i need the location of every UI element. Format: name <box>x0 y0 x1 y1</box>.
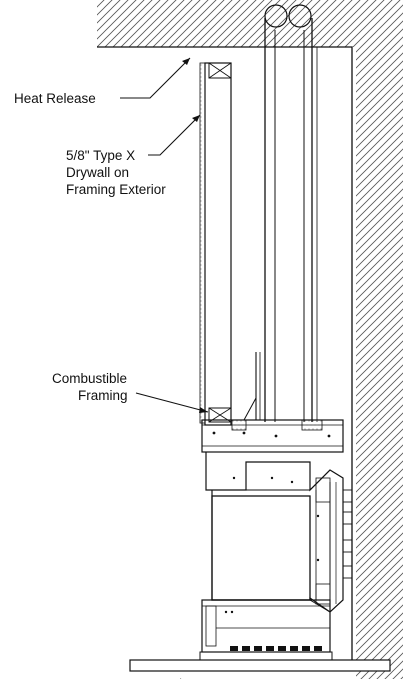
floor-platform <box>129 659 391 672</box>
fireplace-base <box>199 599 333 661</box>
label-heat-release: Heat Release <box>14 91 96 106</box>
vent-pipe <box>243 4 318 422</box>
label-combustible-line2: Framing <box>78 388 128 403</box>
heat-release-leader <box>120 57 191 99</box>
combustible-framing-stud <box>199 62 232 426</box>
label-drywall-line3: Framing Exterior <box>66 182 166 197</box>
label-combustible-line1: Combustible <box>52 371 128 386</box>
framing-leader <box>135 392 209 413</box>
rivets <box>212 431 331 614</box>
building-structure <box>97 0 403 679</box>
label-drywall-line1: 5/8" Type X <box>66 148 136 163</box>
wall-inner-line <box>97 46 353 662</box>
fireplace-unit <box>205 452 353 613</box>
fireplace-header <box>201 419 344 453</box>
leader-lines <box>120 57 209 679</box>
ceiling-hatch <box>97 0 403 679</box>
leader-arrows <box>182 58 208 413</box>
label-drywall-line2: Drywall on <box>66 165 130 180</box>
drywall-leader <box>148 114 201 156</box>
